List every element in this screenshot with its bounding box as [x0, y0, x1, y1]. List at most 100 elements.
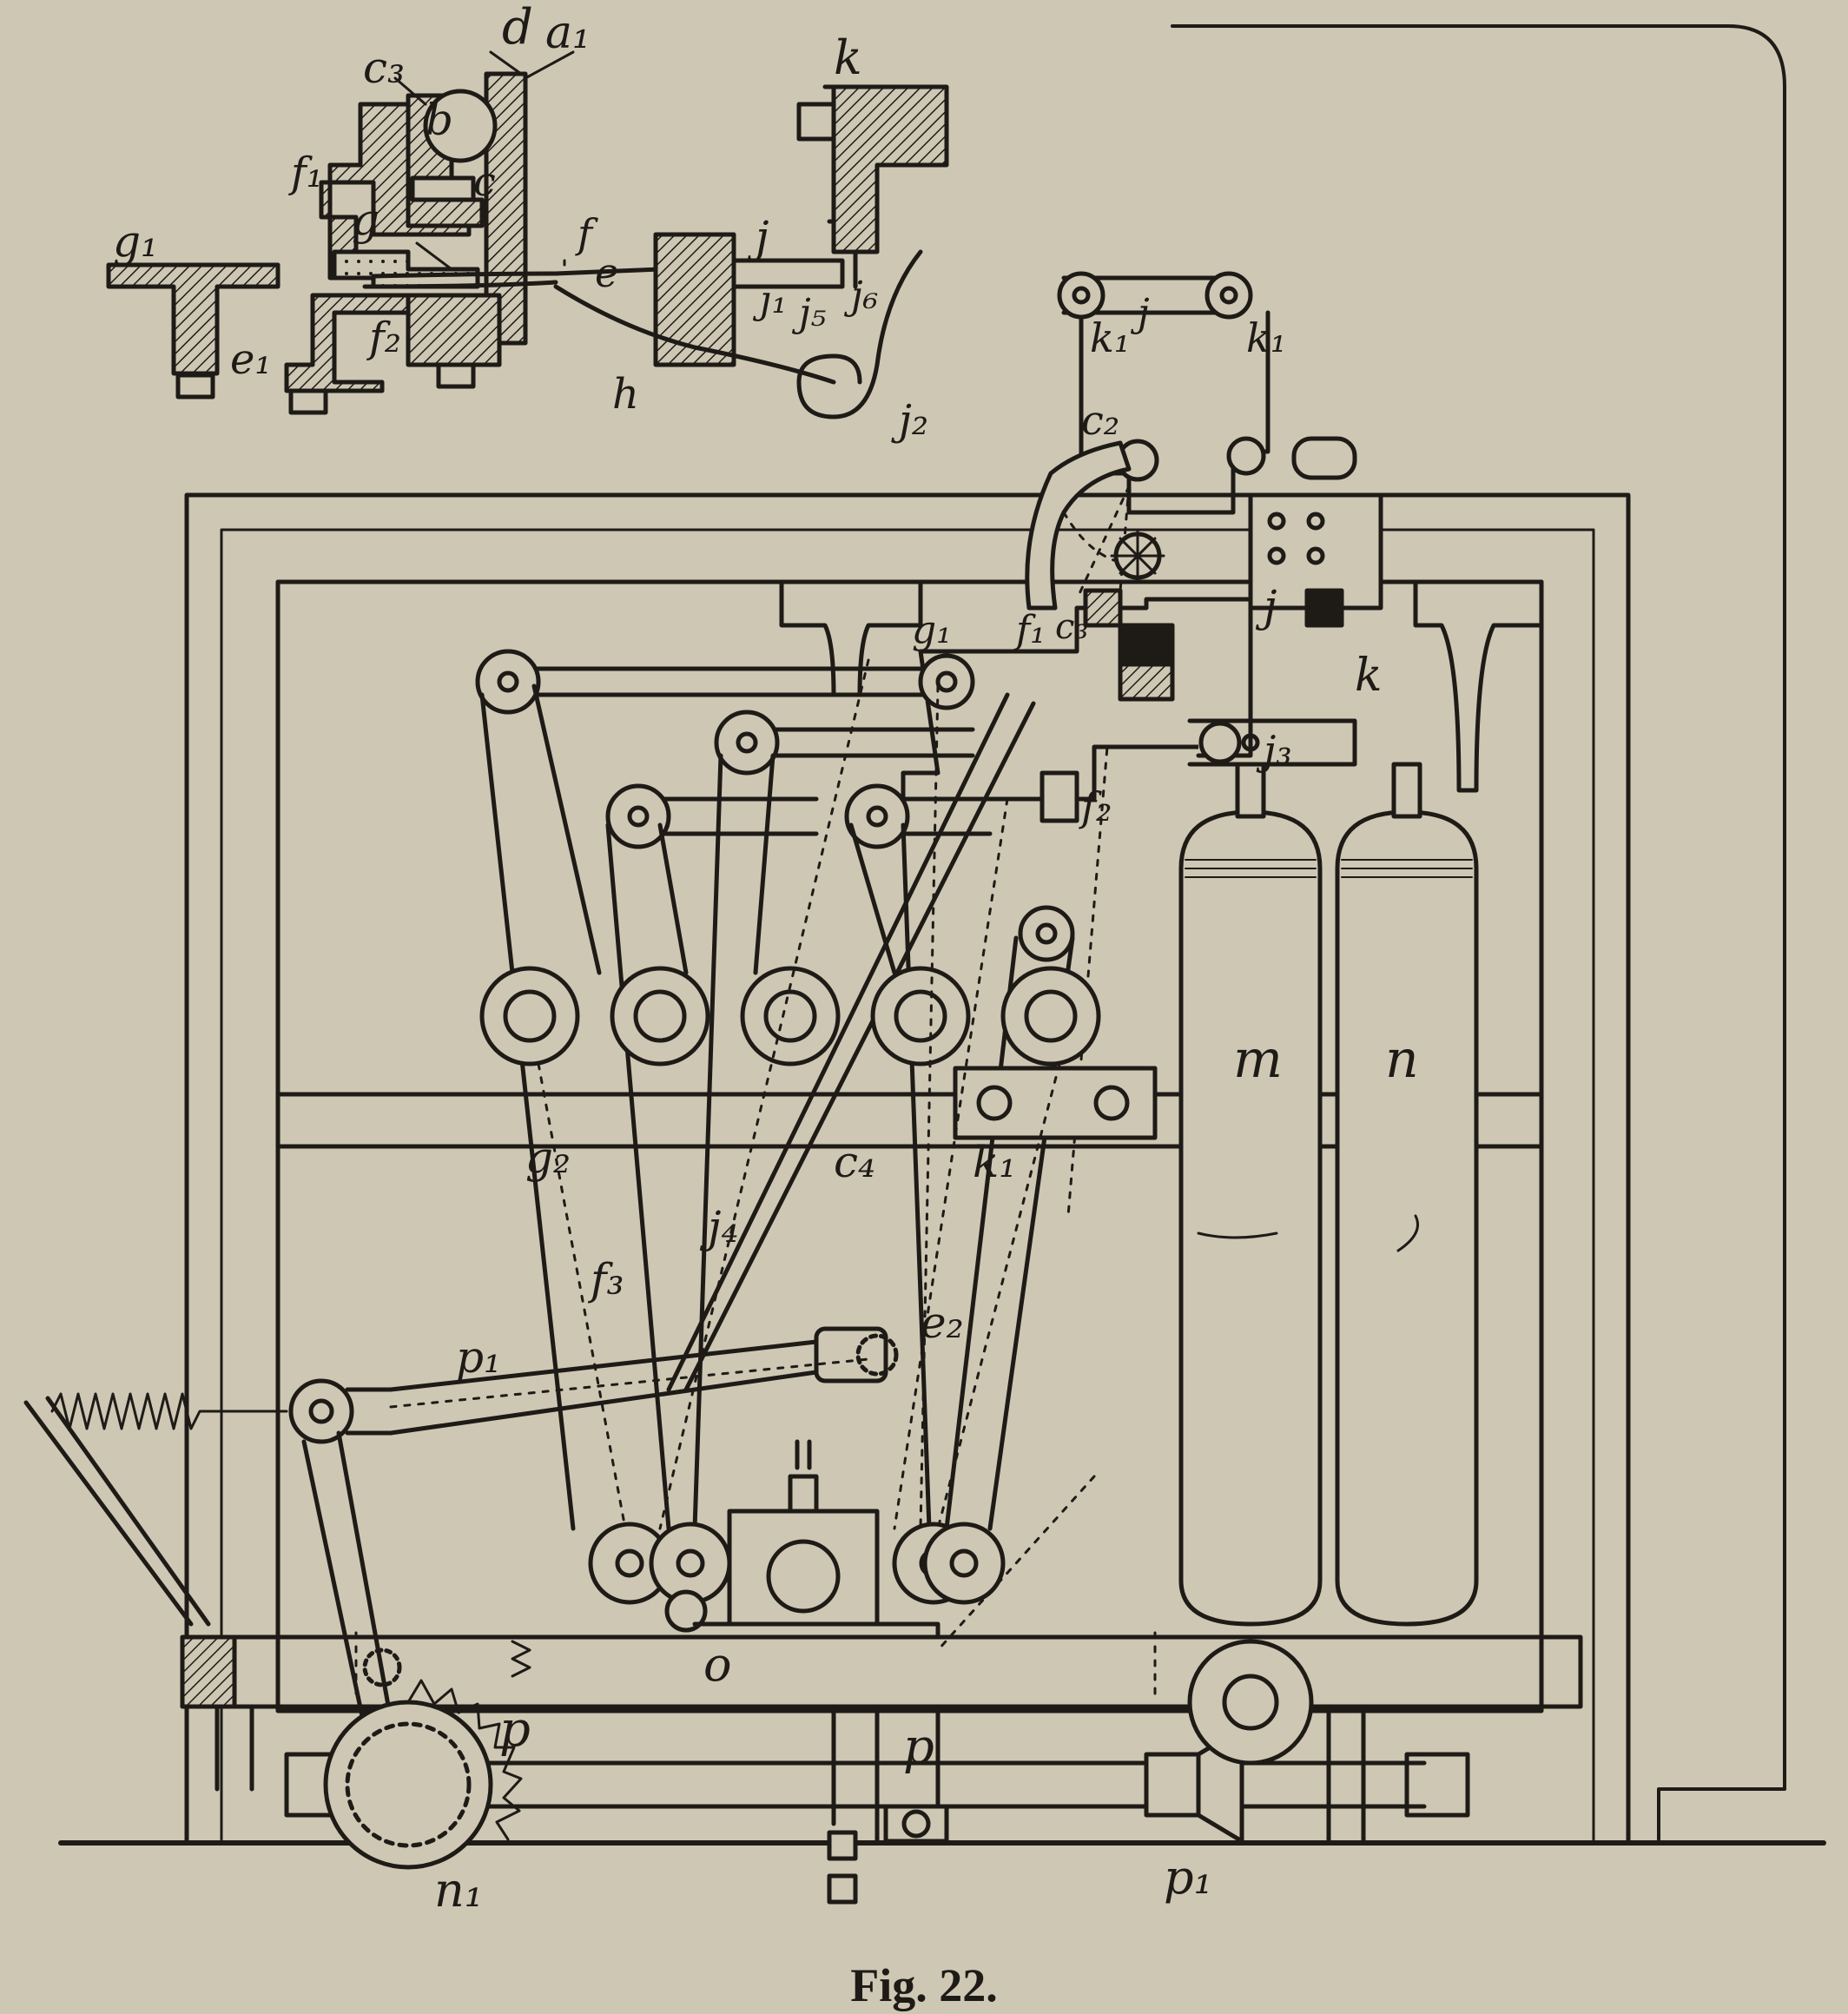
- e1-clamp: [288, 388, 328, 415]
- feet: [214, 1704, 1366, 1844]
- label-k-top: k: [834, 30, 862, 85]
- label-g2: g₂: [525, 1132, 571, 1183]
- cylinder-m: [1178, 809, 1323, 1627]
- cylinder-curl-m: [1197, 1232, 1278, 1239]
- strap-long: [666, 692, 1036, 1392]
- pivot-k1-left: [1057, 271, 1106, 320]
- label-p1: p₁: [456, 1332, 501, 1383]
- clamp-c: [410, 175, 476, 202]
- rod-p1: [345, 1339, 819, 1436]
- label-m: m: [1233, 1029, 1283, 1090]
- label-e1: e₁: [230, 335, 272, 384]
- label-k1-a: k₁: [1090, 314, 1130, 361]
- cylinders: [1178, 762, 1479, 1627]
- cylinder-teeth-n: [1341, 859, 1473, 878]
- label-j6: j₆: [843, 274, 878, 318]
- label-f3: f₃: [587, 1254, 624, 1304]
- bracket-right: [1413, 579, 1544, 793]
- wire-h: [553, 284, 836, 385]
- shelf: [275, 1092, 1544, 1149]
- zigzag: [511, 1640, 531, 1678]
- base-beam: [180, 1634, 1583, 1709]
- slot-plate: [1291, 436, 1357, 480]
- label-f1-main: f₁: [1013, 608, 1046, 652]
- label-k: k: [1355, 650, 1383, 702]
- lower-frame-2: [406, 293, 502, 367]
- detail-insert: [106, 50, 949, 419]
- wire-e: [371, 267, 663, 279]
- gripper-hatch-1: [1118, 623, 1175, 667]
- bearing-top: [788, 1439, 819, 1514]
- label-g1-main: g₁: [912, 608, 952, 652]
- label-g1-top: g₁: [113, 216, 158, 267]
- strap-4: [848, 822, 932, 1531]
- label-n1: n₁: [434, 1863, 483, 1918]
- label-c2: c₂: [1081, 397, 1119, 444]
- cylinder-teeth-m: [1185, 859, 1317, 878]
- gear-teeth: [1110, 528, 1165, 584]
- f2-clamp: [436, 362, 476, 389]
- sleeve-p1: [814, 1326, 888, 1383]
- label-e: e: [595, 249, 618, 296]
- ratchet-teeth: [406, 1679, 523, 1841]
- dotted-guides: [537, 658, 1096, 1652]
- label-b: b: [426, 95, 453, 145]
- outer-frame: [184, 492, 1631, 1842]
- bearing-base: [692, 1621, 940, 1640]
- bracket-left: [779, 579, 923, 697]
- block-j-top: [653, 232, 736, 367]
- piece-g: [332, 249, 480, 289]
- lower-rollers: [588, 1522, 1006, 1633]
- label-g: g: [352, 195, 380, 245]
- label-j5: j₅: [791, 291, 827, 335]
- figure-caption: Fig. 22.: [850, 1959, 998, 2011]
- label-f1-top: f₁: [288, 149, 323, 197]
- back-plate: [1171, 24, 1786, 1841]
- cylinder-stem-m: [1235, 762, 1266, 819]
- hook-arc: [1025, 440, 1132, 611]
- k-clamp: [796, 102, 836, 142]
- link-p: [301, 1430, 393, 1731]
- label-a1: a₁: [545, 7, 591, 59]
- label-e2: e₂: [921, 1298, 964, 1348]
- gripper-hatch-4: [1083, 588, 1123, 628]
- label-n: n: [1385, 1029, 1419, 1090]
- cylinder-stem-n: [1391, 762, 1422, 819]
- wood-block: [180, 1634, 237, 1709]
- rod-p1-dotted: [389, 1357, 870, 1409]
- label-k1-b: k₁: [1246, 314, 1286, 361]
- lever-system: [23, 649, 1158, 1731]
- spring-j2: [796, 249, 923, 419]
- g1-clamp: [175, 373, 215, 399]
- flywheel: [1187, 1639, 1314, 1766]
- upper-pivots: [475, 649, 1075, 962]
- base-dotted: [354, 1631, 1157, 1704]
- block-k-top: [822, 84, 949, 254]
- label-p-mid: p: [903, 1719, 934, 1775]
- g1-bar: [106, 262, 280, 376]
- crossbar-j3: [1187, 718, 1357, 767]
- label-o: o: [703, 1637, 732, 1692]
- arm-g: [510, 666, 940, 697]
- label-p1-bottom: p₁: [1164, 1850, 1212, 1905]
- ratchet-wheel: [323, 1700, 493, 1870]
- pivot-j3: [1198, 721, 1242, 764]
- label-j2: j₂: [891, 396, 928, 445]
- wire-e-2: [362, 280, 558, 289]
- strap-3: [692, 753, 776, 1531]
- shaft-end-right: [1144, 1752, 1201, 1818]
- mid-rollers: [479, 966, 1101, 1066]
- label-c3: c₃: [363, 43, 405, 93]
- label-c4: c₄: [834, 1137, 875, 1187]
- left-lever: [23, 1396, 211, 1627]
- label-p-left: p: [499, 1701, 531, 1758]
- label-j-top: j: [747, 212, 769, 262]
- wheel-b: [423, 89, 498, 163]
- cylinder-n: [1335, 809, 1479, 1627]
- f2-bracket: [1040, 770, 1079, 823]
- label-c: c: [473, 158, 496, 205]
- labels: d a₁ c₃ b f₁ c g f g₁ e f₂ e₁ h k j j₁ j…: [113, 0, 1419, 1918]
- lower-frame: [284, 293, 419, 393]
- strap-2: [605, 822, 689, 1531]
